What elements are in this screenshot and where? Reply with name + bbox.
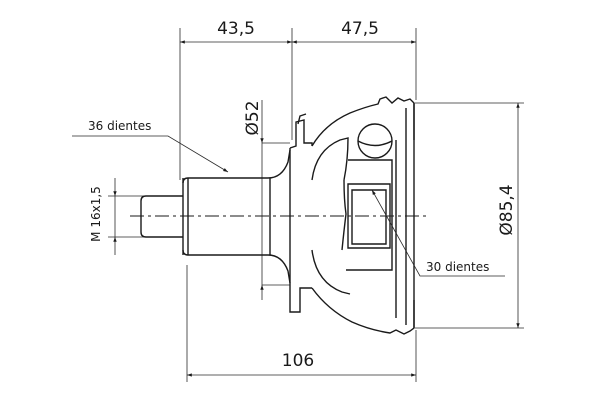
dim-housing-diameter: Ø85,4 (497, 184, 517, 235)
extension-lines (108, 28, 524, 382)
dim-shaft-length: 43,5 (217, 19, 255, 39)
dim-total-length: 106 (282, 351, 314, 371)
callout-outer-spline: 36 dientes (88, 119, 151, 133)
dimension-lines (113, 40, 520, 377)
dim-housing-length: 47,5 (341, 19, 379, 39)
callout-inner-spline: 30 dientes (426, 260, 489, 274)
leader-lines (72, 135, 505, 277)
dim-seat-diameter: Ø52 (243, 100, 263, 135)
dim-thread: M 16x1,5 (89, 186, 103, 242)
